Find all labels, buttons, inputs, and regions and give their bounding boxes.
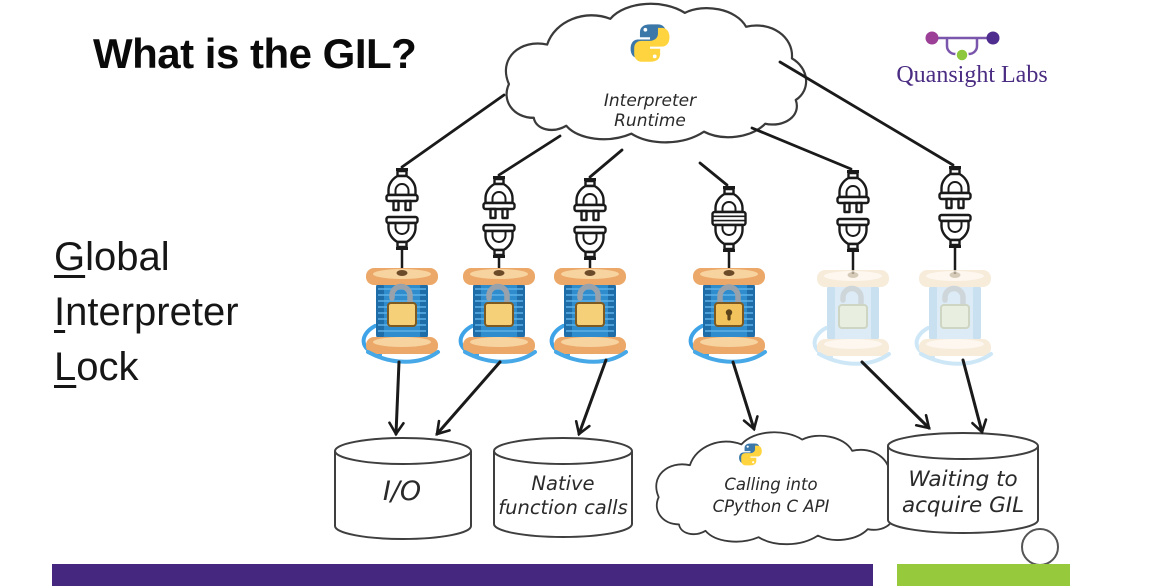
plug-connector-icon [573,178,607,260]
cable-thread-6 [778,60,955,167]
spool-faded-lock-icon [917,270,991,364]
sketch-circle [1021,528,1059,566]
capi-label-line2: CPython C API [713,497,830,516]
waiting-cylinder [887,432,1039,534]
native-label-line2: function calls [498,496,628,519]
cable-thread-1 [400,93,506,169]
thread-6-waiting [917,166,991,364]
spool-closed-lock-icon [691,268,765,362]
waiting-label-line1: Waiting to [908,467,1017,492]
plug-connector-icon [482,176,516,258]
thread-1 [364,168,438,362]
thread-5-waiting [815,170,889,364]
arrow-thread1-io [388,360,405,437]
io-cylinder [334,437,472,540]
cable-thread-4 [698,161,729,187]
spool-faded-lock-icon [815,270,889,364]
gil-line-global: Global [54,230,239,285]
thread-cables [400,60,955,187]
capi-label-line1: Calling into [724,475,817,494]
quansight-labs-wordmark: Quansight Labs [896,62,1048,88]
cable-thread-2 [497,134,562,177]
arrow-thread2-io [435,360,502,436]
gil-underlined-letter: I [54,290,66,334]
gil-rest: ock [76,345,139,389]
thread-3 [552,178,626,362]
plug-connector-icon [938,166,972,248]
arrow-thread4-capi [731,360,759,432]
arrow-thread3-native [574,358,608,437]
flow-arrows [388,358,988,437]
gil-line-lock: Lock [54,340,239,395]
thread-2 [461,176,535,362]
spool-open-lock-icon [552,268,626,362]
native-calls-cylinder [493,437,633,538]
plug-connector-icon [385,168,419,250]
thread-4-holds-gil [691,186,765,362]
runtime-cloud-label-line2: Runtime [614,111,686,131]
spool-open-lock-icon [461,268,535,362]
gil-underlined-letter: L [54,345,77,389]
arrow-thread5-waiting [860,360,931,430]
gil-underlined-letter: G [54,235,86,279]
gil-line-interpreter: Interpreter [54,285,239,340]
native-label-line1: Native [531,472,594,495]
cable-thread-3 [588,148,624,179]
arrow-thread6-waiting [961,358,988,435]
io-label: I/O [383,476,421,507]
footer-bar-purple [52,564,873,586]
footer-bar-green [897,564,1070,586]
gil-rest: lobal [85,235,170,279]
cable-thread-5 [750,126,853,171]
plug-connector-icon [836,170,870,252]
spool-open-lock-icon [364,268,438,362]
page-title: What is the GIL? [93,30,417,77]
gil-rest: nterpreter [65,290,239,334]
runtime-cloud-label-line1: Interpreter [604,91,697,111]
waiting-label-line2: acquire GIL [902,493,1024,518]
gil-acronym: Global Interpreter Lock [54,230,239,395]
plugged-connector-icon [711,186,747,252]
quansight-logo-icon [925,31,1000,62]
